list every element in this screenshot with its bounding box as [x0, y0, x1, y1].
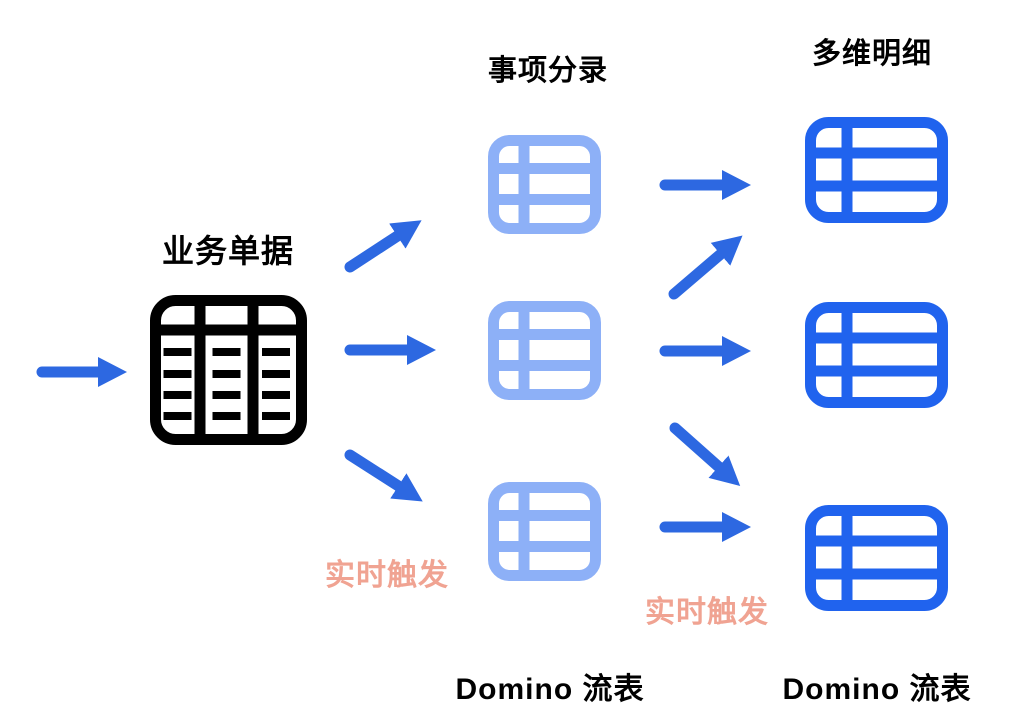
arrow-business-doc-to-entry-1 [344, 220, 422, 273]
right-column-caption: Domino 流表 [782, 673, 972, 706]
arrow-business-doc-to-entry-3 [344, 449, 423, 502]
entry-table-icon-1 [488, 135, 601, 234]
middle-column-caption: Domino 流表 [455, 673, 645, 706]
business-doc-table-icon [150, 295, 307, 445]
trigger-label-right: 实时触发 [645, 596, 769, 629]
detail-table-icon-1 [805, 117, 948, 223]
middle-column-title: 事项分录 [487, 55, 609, 87]
entry-table-icon-2 [488, 301, 601, 400]
entry-table-icon-3 [488, 482, 601, 581]
right-column-title: 多维明细 [811, 38, 933, 70]
trigger-label-left: 实时触发 [325, 559, 449, 592]
detail-table-icon-3 [805, 505, 948, 611]
source-title: 业务单据 [161, 233, 295, 269]
detail-table-icon-2 [805, 302, 948, 408]
arrow-entry-2-to-detail-1 [668, 235, 743, 300]
arrow-entry-2-to-detail-3 [669, 422, 741, 486]
